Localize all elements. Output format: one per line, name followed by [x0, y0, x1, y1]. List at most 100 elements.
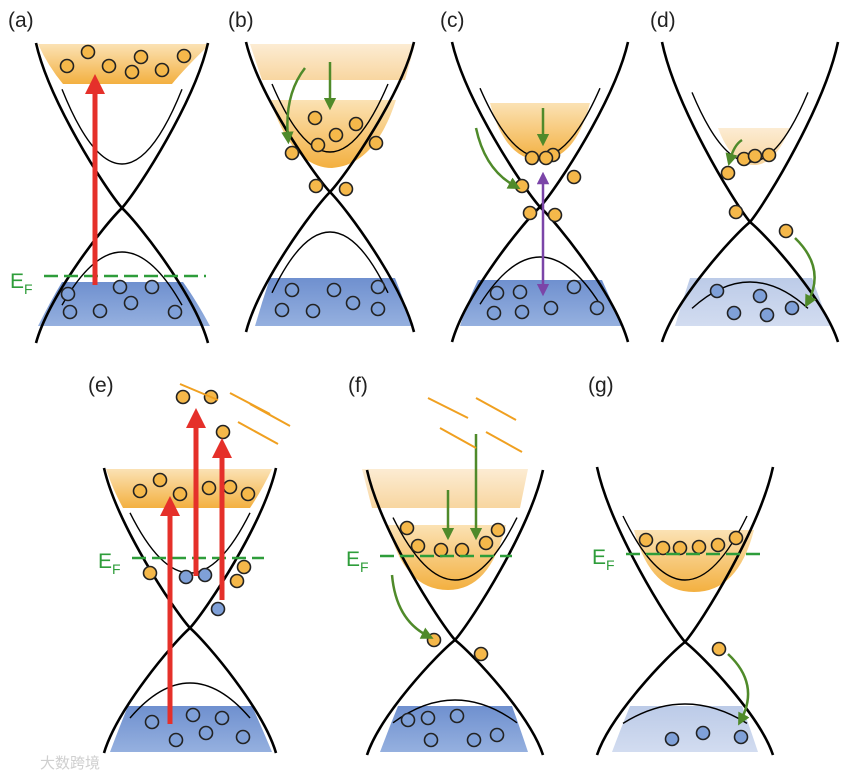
electron	[524, 150, 540, 166]
electron	[229, 573, 245, 589]
hole	[566, 279, 582, 295]
electron	[368, 135, 384, 151]
hole	[370, 279, 386, 295]
conduction-band-fill	[106, 469, 272, 508]
electron	[433, 542, 449, 558]
conduction-band-fill-faded	[250, 44, 415, 80]
hole	[709, 283, 725, 299]
hole	[123, 295, 139, 311]
photon-line	[237, 421, 279, 445]
electron	[672, 540, 688, 556]
hole	[235, 729, 251, 745]
inner-conduction-band	[622, 515, 748, 581]
inner-valence-band	[691, 281, 809, 309]
electron	[522, 205, 538, 221]
hole	[752, 288, 768, 304]
hole-in-conduction	[178, 569, 194, 585]
hole	[400, 712, 416, 728]
hole-in-conduction	[197, 567, 213, 583]
electron	[132, 483, 148, 499]
inner-conduction-band	[392, 517, 518, 581]
electron	[236, 559, 252, 575]
electron	[310, 137, 326, 153]
hole	[214, 710, 230, 726]
dirac-band	[244, 41, 416, 333]
electron	[728, 530, 744, 546]
electron	[172, 486, 188, 502]
electron	[655, 540, 671, 556]
electron	[454, 542, 470, 558]
electron	[176, 48, 192, 64]
fermi-letter: E	[592, 546, 606, 569]
electron	[490, 522, 506, 538]
electron	[101, 58, 117, 74]
hole	[60, 286, 76, 302]
fermi-letter: E	[10, 270, 24, 293]
panel-c: (c)	[440, 9, 630, 343]
panel-label-c: (c)	[440, 9, 465, 32]
photon-line	[427, 397, 469, 419]
dirac-band	[660, 41, 840, 343]
electron	[747, 148, 763, 164]
fermi-letter: E	[346, 548, 360, 571]
electron	[154, 62, 170, 78]
fermi-level-label: EF	[592, 546, 615, 573]
electron	[547, 207, 563, 223]
electron	[399, 520, 415, 536]
hole	[370, 301, 386, 317]
hole	[167, 304, 183, 320]
electron	[710, 537, 726, 553]
hole	[62, 304, 78, 320]
hole	[198, 725, 214, 741]
relaxation-arrow	[474, 127, 521, 189]
photon-line	[475, 397, 517, 421]
electron	[720, 165, 736, 181]
inner-valence-band	[271, 231, 389, 294]
dirac-band	[34, 42, 210, 344]
inner-conduction-band	[61, 88, 183, 165]
panel-label-b: (b)	[228, 9, 254, 32]
electron	[728, 204, 744, 220]
electron	[307, 110, 323, 126]
hole	[486, 305, 502, 321]
hole	[326, 282, 342, 298]
hole	[784, 300, 800, 316]
electron	[478, 535, 494, 551]
photon-line	[249, 403, 291, 427]
electron	[142, 565, 158, 581]
electron	[410, 538, 426, 554]
hole-in-conduction	[210, 601, 226, 617]
inner-valence-band	[622, 703, 748, 724]
photon-line	[179, 383, 219, 401]
electron	[308, 178, 324, 194]
inner-valence-band	[129, 682, 251, 719]
electron	[124, 64, 140, 80]
electron	[473, 646, 489, 662]
relaxation-arrow	[725, 138, 743, 167]
panel-a: (a)EF	[8, 9, 210, 344]
hole	[664, 731, 680, 747]
electron	[59, 58, 75, 74]
hole	[185, 707, 201, 723]
electron	[348, 116, 364, 132]
panel-e: (e)EF	[88, 374, 291, 754]
panel-f: (f)EF	[346, 374, 545, 756]
dirac-band	[595, 466, 775, 756]
hole	[695, 725, 711, 741]
electron	[691, 539, 707, 555]
valence-band-fill-faded	[612, 706, 758, 752]
photon-line	[439, 427, 477, 449]
hole	[144, 279, 160, 295]
panel-g: (g)EF	[588, 374, 775, 756]
hole	[345, 295, 361, 311]
electron	[133, 49, 149, 65]
electron	[426, 632, 442, 648]
relaxation-arrow	[727, 653, 750, 726]
photoemitted-electron	[215, 424, 231, 440]
dirac-band	[365, 469, 545, 756]
conduction-band-fill	[490, 103, 590, 160]
hole	[466, 732, 482, 748]
electron	[240, 486, 256, 502]
hole	[92, 303, 108, 319]
fermi-level-label: EF	[10, 270, 33, 297]
